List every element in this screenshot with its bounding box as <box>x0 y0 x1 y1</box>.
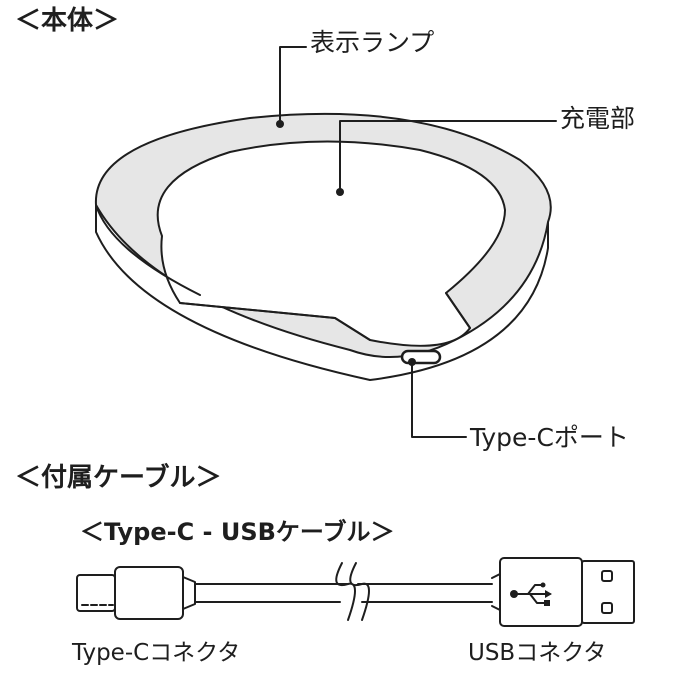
callout-line-port <box>411 361 467 438</box>
usb-a-slot-bottom <box>601 602 613 614</box>
label-typec-port: Type-Cポート <box>470 423 629 452</box>
typec-port-dot <box>408 358 416 366</box>
label-typec-connector: Type-Cコネクタ <box>72 640 241 666</box>
cable-right <box>357 583 493 603</box>
label-usb-connector: USBコネクタ <box>468 640 607 666</box>
label-charging-area: 充電部 <box>560 104 636 133</box>
usb-a-slot-top <box>601 570 613 582</box>
charger-body <box>94 112 552 381</box>
label-indicator-lamp: 表示ランプ <box>310 28 435 57</box>
indicator-lamp-dot <box>276 120 284 128</box>
cable-break <box>335 562 370 621</box>
notch-detail <box>445 292 471 329</box>
cable-illustration <box>76 557 635 627</box>
typec-housing <box>114 566 184 620</box>
usb-strain-relief <box>491 573 501 611</box>
notch-detail-2 <box>179 302 371 341</box>
callout-line-indicator <box>279 46 307 125</box>
usb-a-metal <box>581 560 635 624</box>
typec-port <box>400 349 442 365</box>
cable-title: ＜Type-C - USBケーブル＞ <box>80 518 395 546</box>
charging-area-dot <box>336 188 344 196</box>
cable-left <box>194 583 349 603</box>
typec-strain-relief <box>182 576 196 610</box>
heading-included-cable: ＜付属ケーブル＞ <box>15 463 222 493</box>
usb-symbol-icon <box>510 582 552 606</box>
ring-edge-left <box>95 204 201 296</box>
heading-body-unit: ＜本体＞ <box>15 6 120 36</box>
callout-line-charging <box>339 120 557 193</box>
